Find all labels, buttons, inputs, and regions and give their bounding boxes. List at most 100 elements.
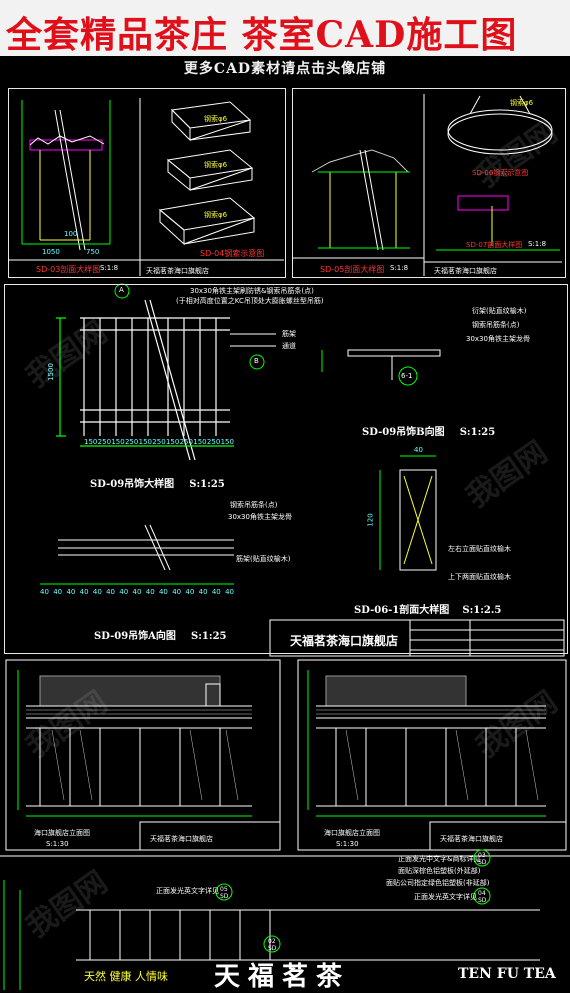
sd09-dim: 250: [97, 438, 112, 446]
sd03-label: SD-03剖面大样图: [36, 265, 101, 274]
sd09a-title: SD-09吊饰A向图 S:1:25: [94, 624, 226, 643]
sd04-note-1: 钢索φ6: [204, 115, 228, 123]
sd09a-dim: 40: [225, 588, 234, 596]
brand-logo-cn: 天福茗茶: [214, 962, 351, 992]
sd09a-note-2: 30x30角铁主架龙骨: [228, 513, 292, 521]
bottom-tag-5: 05: [220, 886, 228, 893]
bottom-note-2: 面贴深棕色铝塑板(外延部): [398, 867, 481, 875]
sd061-scale: S:1:2.5: [462, 605, 502, 616]
sd07-scale: S:1:8: [528, 240, 547, 248]
titleblock-small-1: 天福茗茶海口旗舰店: [146, 267, 209, 275]
sd05-label: SD-05剖面大样图: [320, 265, 385, 274]
panel-middle: [4, 284, 568, 654]
sd09-dim: 150: [84, 438, 98, 446]
sd03-scale: S:1:8: [100, 264, 119, 272]
sd09a-dim: 40: [185, 588, 195, 596]
titleblock-small-3: 天福茗茶海口旗舰店: [150, 835, 213, 843]
sd05-scale: S:1:8: [390, 264, 409, 272]
bottom-note-4: 正面发光英文字详见: [414, 893, 477, 901]
sd09b-scale: S:1:25: [459, 427, 496, 438]
bottom-tag-7: 02: [268, 938, 276, 945]
sd09-dim-row: 150 250 150 250 150 250 150 250 150 250 …: [84, 438, 234, 446]
bottom-note-5: 正面发光英文字详见: [156, 887, 219, 895]
sd09a-dim: 40: [66, 588, 76, 596]
sd06-label: SD-06钢索示意图: [472, 169, 529, 177]
sd03-dim-2: 750: [86, 248, 100, 256]
bottom-note-3: 面贴公司指定绿色铝塑板(非延部): [386, 879, 490, 887]
sd09-header-1: 30x30角铁主架刷防锈&钢索吊筋条(点): [190, 287, 314, 295]
sd09a-scale: S:1:25: [191, 631, 227, 642]
sd09-height-dim: 1500: [46, 363, 55, 381]
sd09a-dim: 40: [132, 588, 142, 596]
sd09b-title: SD-09吊饰B向图 S:1:25: [362, 420, 495, 439]
banner: 全套精品茶庄 茶室CAD施工图: [0, 0, 570, 56]
sd09-dim: 250: [124, 438, 139, 446]
bottom-tag-2: SD: [478, 859, 487, 866]
sd09a-dim: 40: [53, 588, 63, 596]
panel-top-right: [292, 88, 566, 278]
sd09-marker-b: B: [254, 357, 259, 365]
sd09-scale: S:1:25: [189, 479, 225, 490]
sd09a-dim: 40: [211, 588, 221, 596]
bottom-tag-3: 04: [478, 890, 486, 897]
sd09-title: SD-09吊饰大样图 S:1:25: [90, 472, 225, 491]
sd09a-dim-row: 40 40 40 40 40 40 40 40 40 40 40 40 40 4…: [40, 588, 234, 596]
sd09b-tag: 6-1: [401, 372, 413, 380]
sd09b-note-1: 衍架(贴直纹榆木): [472, 307, 527, 315]
banner-title: 全套精品茶庄 茶室CAD施工图: [6, 14, 518, 56]
sd09-dim: 150: [220, 438, 234, 446]
bottom-tag-6: SD: [220, 893, 229, 900]
sd061-title: SD-06-1剖面大样图 S:1:2.5: [354, 598, 501, 617]
sd09a-dim: 40: [79, 588, 89, 596]
bottom-tag-8: SD: [268, 945, 277, 952]
sd09a-label: SD-09吊饰A向图: [94, 631, 176, 642]
brand-logo-en: TEN FU TEA: [458, 966, 556, 982]
banner-subtitle: 更多CAD素材请点击头像店铺: [183, 61, 387, 77]
titleblock-small-2: 天福茗茶海口旗舰店: [434, 267, 497, 275]
sd09-note-mid: 通道: [282, 342, 296, 350]
sd09-dim: 150: [138, 438, 152, 446]
bottom-tag-4: SD: [478, 897, 487, 904]
sd09-dim: 150: [193, 438, 207, 446]
sd09-dim: 150: [111, 438, 125, 446]
sd061-note-2: 上下两面贴直纹榆木: [448, 573, 511, 581]
sd061-label: SD-06-1剖面大样图: [354, 605, 450, 616]
sd04-label: SD-04钢索示意图: [200, 249, 265, 258]
sd04-note-2: 钢索φ6: [204, 161, 228, 169]
sd061-side-dim: 120: [366, 513, 375, 527]
sd09b-label: SD-09吊饰B向图: [362, 427, 445, 438]
sd03-dim-3: 100: [64, 230, 78, 238]
sd09-header-2: (于相对高度位置之KC吊顶处大膨胀螺丝型吊筋): [176, 297, 324, 305]
sd061-note-1: 左右立面贴直纹榆木: [448, 545, 511, 553]
sd09a-dim: 40: [119, 588, 129, 596]
sd07-label: SD-07剖面大样图: [466, 241, 523, 249]
sd09-dim: 250: [206, 438, 221, 446]
sd09-label: SD-09吊饰大样图: [90, 479, 175, 490]
sd03-dim-1: 1050: [42, 248, 60, 256]
sd09-dim: 250: [179, 438, 193, 446]
sd06-note: 钢索φ6: [510, 99, 534, 107]
titleblock-small-4: 天福茗茶海口旗舰店: [440, 835, 503, 843]
panel-top-left: [8, 88, 286, 278]
sign-text-cn: 天然 健康 人情味: [84, 970, 168, 983]
sd09-dim: 250: [152, 438, 166, 446]
sd09a-dim: 40: [172, 588, 182, 596]
sd09b-note-3: 30x30角铁主架龙骨: [466, 335, 530, 343]
sd09a-dim: 40: [145, 588, 155, 596]
sd09-dim: 150: [165, 438, 180, 446]
sd09-marker-a: A: [119, 286, 124, 294]
sd061-top-dim: 40: [414, 446, 423, 454]
sd04-note-3: 钢索φ6: [204, 211, 228, 219]
sd09b-note-2: 钢索吊筋条(点): [472, 321, 520, 329]
sd09a-note-1: 钢索吊筋条(点): [230, 501, 278, 509]
sd09a-dim: 40: [106, 588, 116, 596]
sd09-note-top: 筋架: [282, 330, 296, 338]
sd09a-dim: 40: [158, 588, 168, 596]
elev-right-label: 海口旗舰店立面图: [324, 829, 380, 837]
sd09a-dim: 40: [92, 588, 102, 596]
bottom-tag-1: 03: [478, 852, 486, 859]
bottom-note-1: 正面发光中文字&商标详见: [398, 855, 481, 863]
sd09a-dim: 40: [40, 588, 49, 596]
